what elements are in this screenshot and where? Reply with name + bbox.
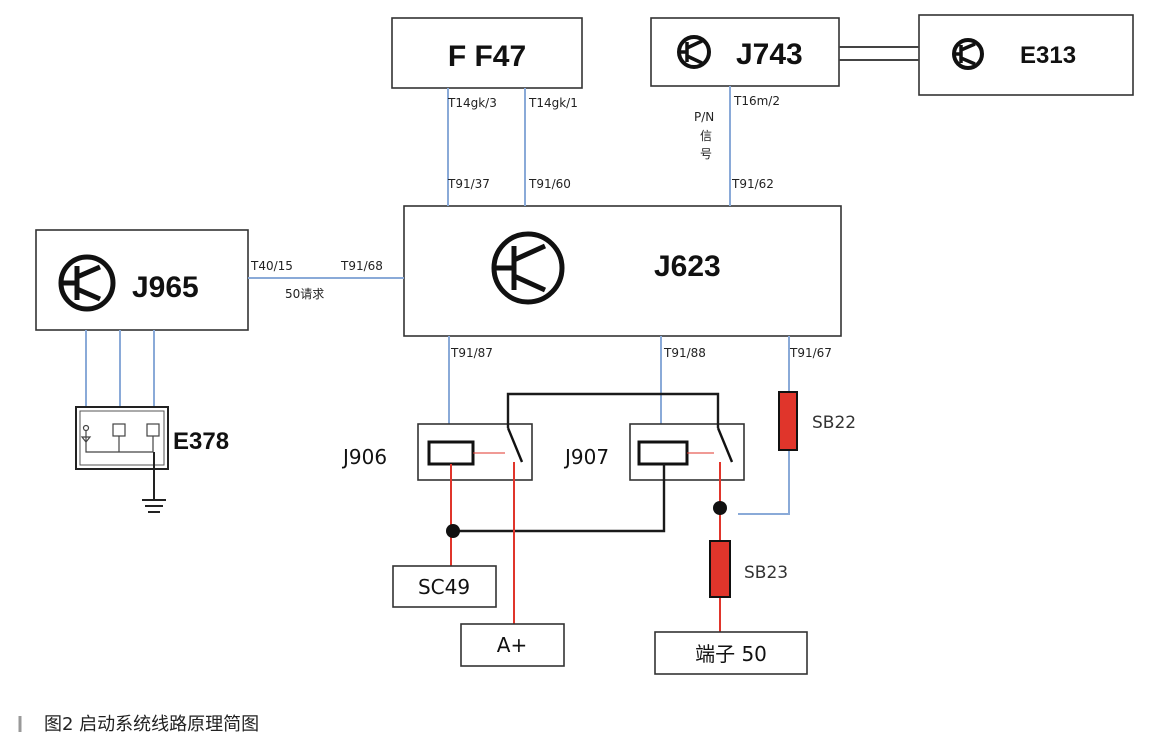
fuse-sb22 (778, 391, 798, 451)
pin-label: T91/88 (663, 346, 706, 360)
module-f-f47-label: F F47 (448, 40, 526, 73)
pin-label: T91/67 (789, 346, 832, 360)
terminal-a-plus (460, 623, 565, 667)
switch-symbol-icon (80, 423, 160, 453)
pin-label: T16m/2 (733, 94, 780, 108)
module-f-f47 (391, 17, 583, 89)
ecu-symbol-icon (677, 35, 711, 69)
wire-sb22-out (738, 450, 790, 515)
terminal-50-label: 端子 50 (695, 642, 767, 666)
relay-j906-coil (427, 440, 475, 466)
pin-label: T14gk/3 (447, 96, 497, 110)
module-j623-label: J623 (654, 250, 721, 283)
module-j743-label: J743 (736, 38, 803, 71)
module-e378-inner (79, 410, 165, 466)
fuse-sb23-label: SB23 (744, 563, 788, 583)
ecu-symbol-icon (491, 231, 565, 305)
module-j623 (403, 205, 842, 337)
pin-label: T40/15 (250, 259, 293, 273)
pn-signal-label: 号 (700, 147, 712, 161)
pin-label: T91/60 (528, 177, 571, 191)
terminal-sc49-label: SC49 (418, 575, 470, 599)
figure-caption: 图2 启动系统线路原理简图 (44, 714, 259, 735)
pin-label: T91/68 (340, 259, 383, 273)
terminal-50 (654, 631, 808, 675)
ground-icon (142, 499, 166, 513)
relay-j907-coil (637, 440, 689, 466)
pn-signal-label: P/N (694, 110, 714, 124)
module-j965-label: J965 (132, 271, 199, 304)
pin-label: T91/62 (731, 177, 774, 191)
pin-label: T91/37 (447, 177, 490, 191)
pin-label: T14gk/1 (528, 96, 578, 110)
ecu-symbol-icon (58, 254, 116, 312)
junction-dot (713, 501, 727, 515)
relay-j907-label: J907 (563, 445, 609, 469)
junction-dot (446, 524, 460, 538)
fuse-sb22-label: SB22 (812, 413, 856, 433)
wire-coil-return (455, 464, 666, 533)
request-50-label: 50请求 (285, 287, 324, 301)
module-j965 (35, 229, 249, 331)
relay-j907-switch (716, 427, 734, 463)
pin-label: T91/87 (450, 346, 493, 360)
terminal-a-plus-label: A+ (497, 633, 527, 657)
wire-relay-bridge (506, 392, 720, 428)
relay-j906-label: J906 (341, 445, 387, 469)
ecu-symbol-icon (952, 38, 984, 70)
module-e378-label: E378 (173, 428, 229, 455)
relay-j906-switch (506, 427, 524, 463)
terminal-sc49 (392, 565, 497, 608)
module-e313-label: E313 (1020, 42, 1076, 69)
pn-signal-label: 信 (700, 129, 712, 143)
fuse-sb23 (709, 540, 731, 598)
